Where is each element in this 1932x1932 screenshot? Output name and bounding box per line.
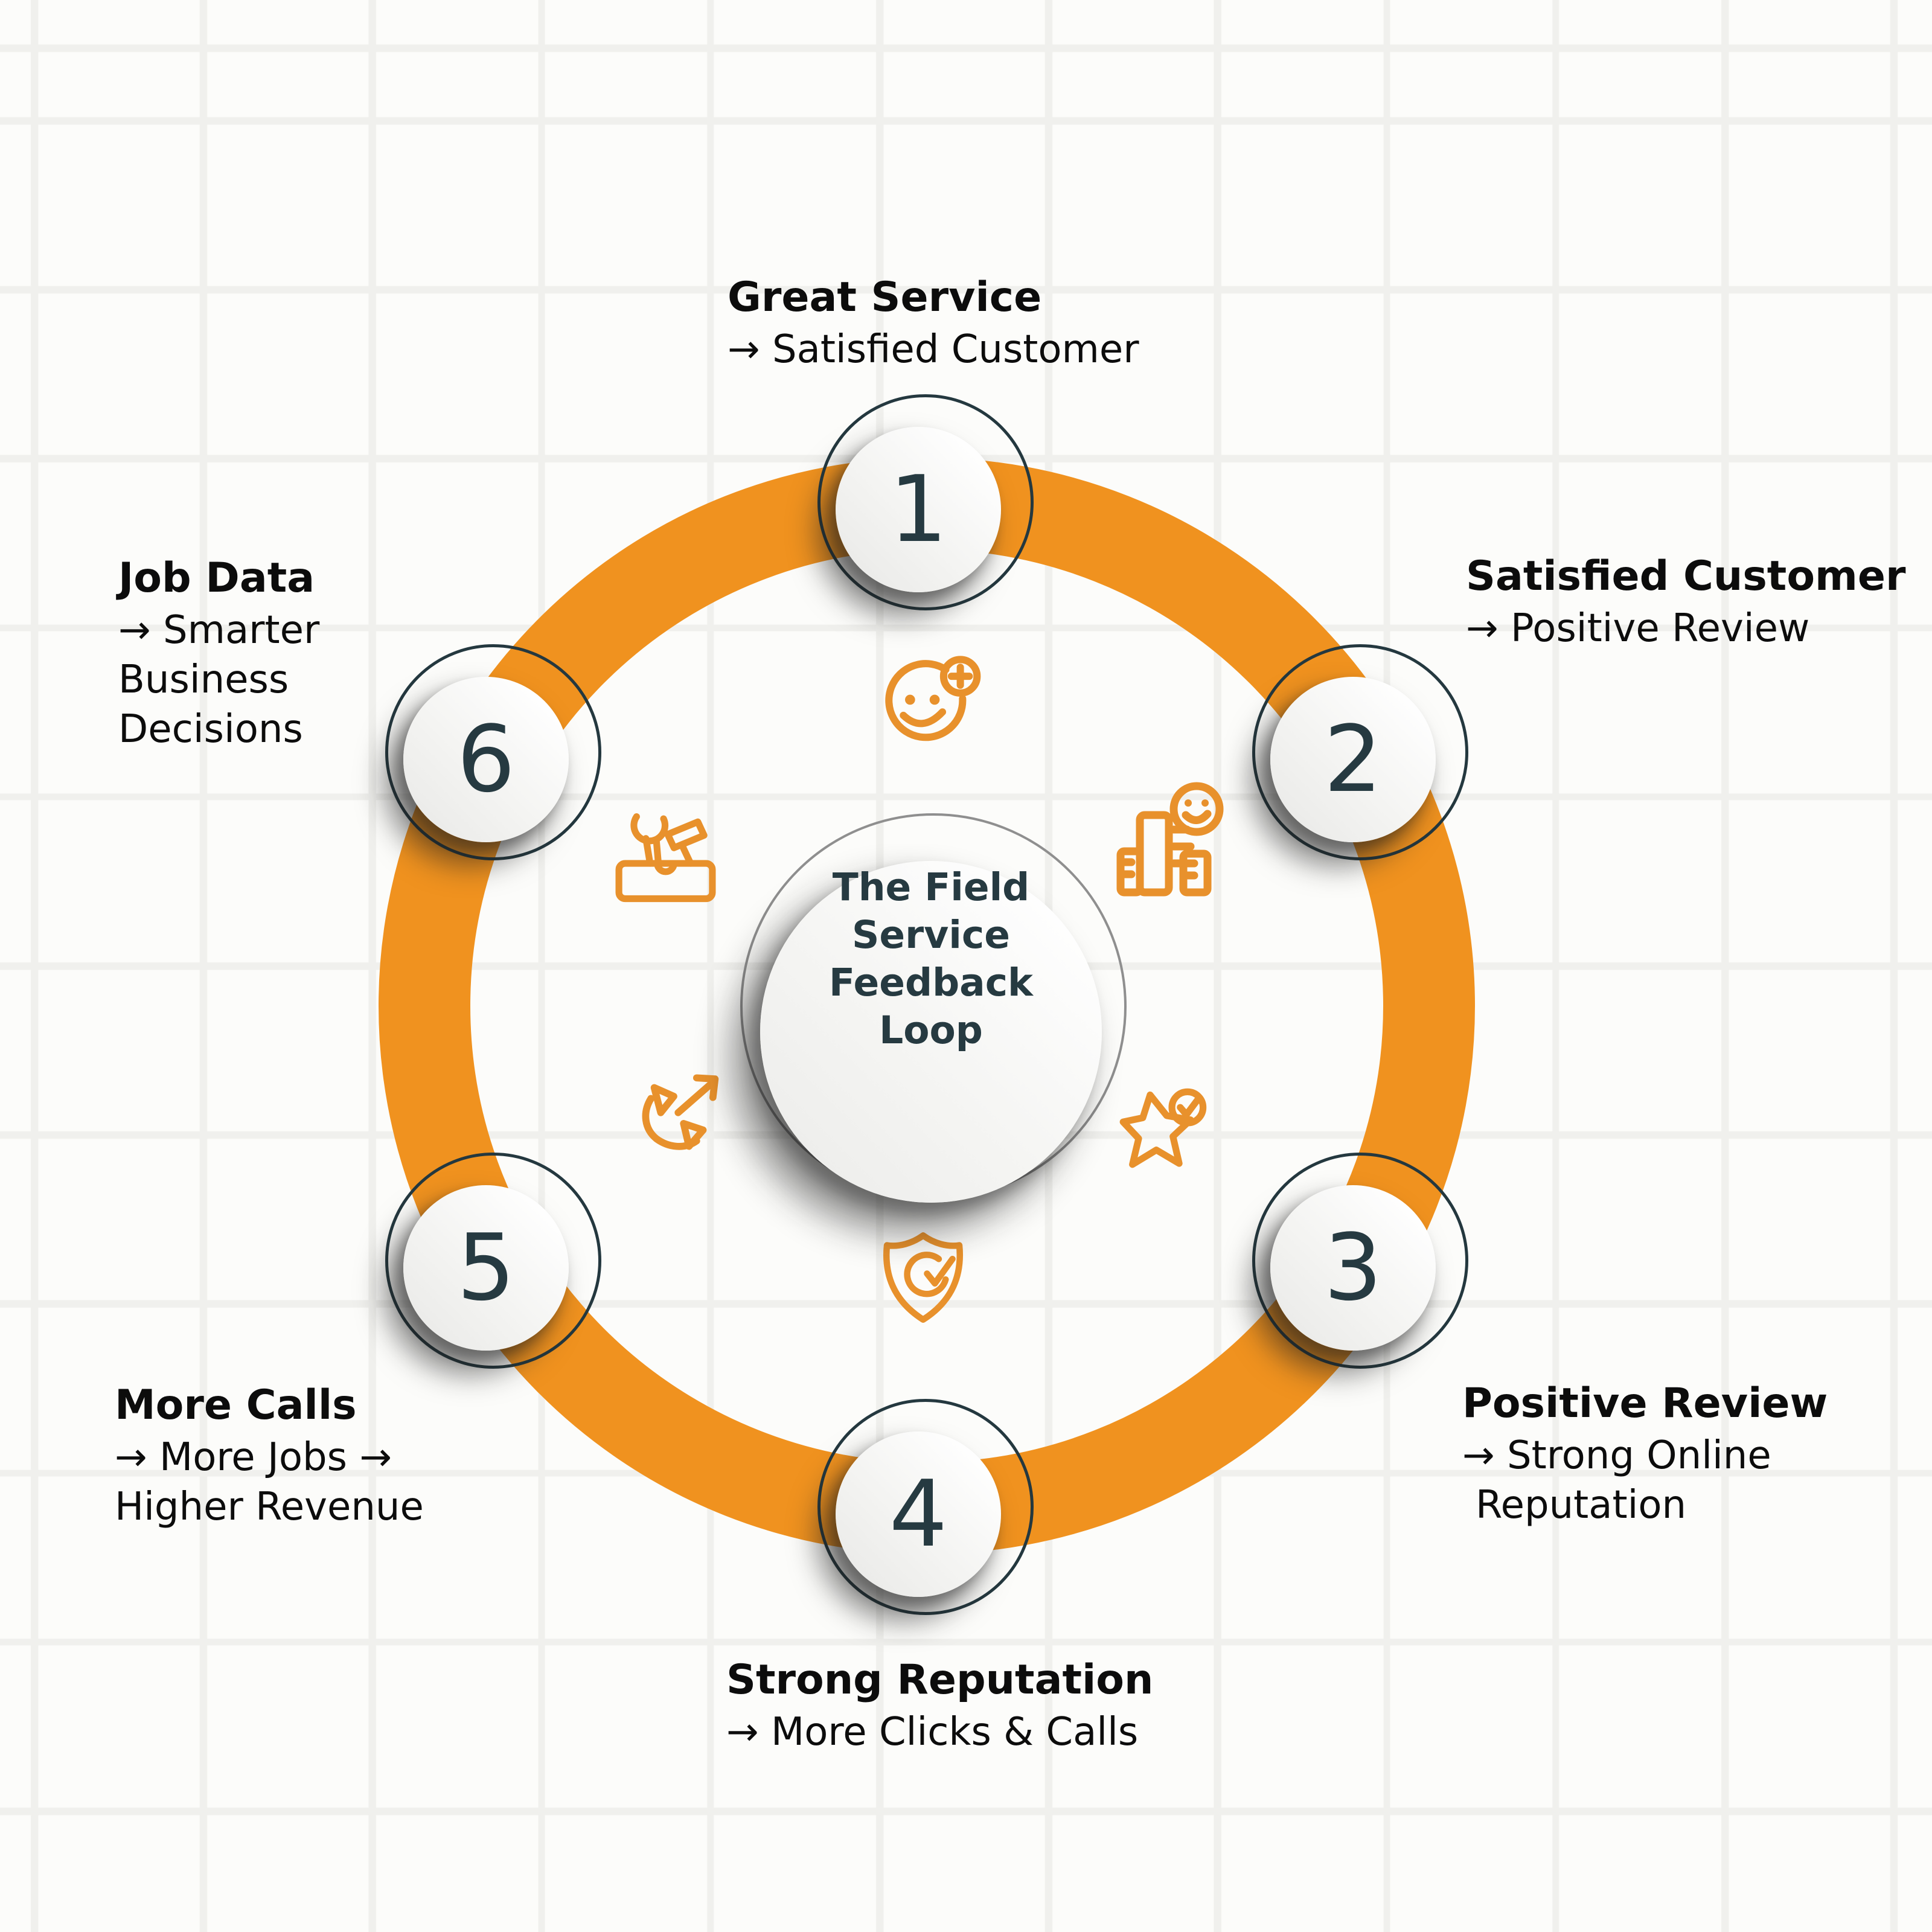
node-outline: [1252, 644, 1468, 860]
label-positive-review: Positive Review → Strong Online Reputati…: [1462, 1378, 1828, 1530]
label-line: Higher Revenue: [115, 1485, 424, 1529]
label-job-data: Job Data → Smarter Business Decisions: [118, 552, 319, 754]
label-line: → Smarter: [118, 608, 320, 653]
node-outline: [385, 644, 601, 860]
label-title: Great Service: [728, 273, 1042, 321]
label-line: → Satisfied Customer: [728, 327, 1139, 372]
label-line: → Positive Review: [1466, 606, 1810, 651]
node-number: 4: [889, 1460, 948, 1567]
center-title-line: Service: [852, 913, 1010, 957]
label-satisfied-customer: Satisfied Customer → Positive Review: [1466, 551, 1906, 653]
node-number: 3: [1323, 1214, 1383, 1321]
label-line: → More Clicks & Calls: [726, 1710, 1139, 1754]
label-title: More Calls: [115, 1381, 357, 1429]
label-line: Reputation: [1476, 1483, 1687, 1527]
node-4: 4: [817, 1399, 1034, 1615]
node-disc: 3: [1270, 1185, 1436, 1351]
node-disc: 2: [1270, 677, 1436, 842]
center-circle: The Field Service Feedback Loop: [760, 861, 1102, 1203]
node-disc: 1: [836, 427, 1001, 592]
label-more-calls: More Calls → More Jobs → Higher Revenue: [115, 1380, 424, 1532]
node-6: 6: [385, 644, 601, 860]
smiley-plus-icon: [875, 647, 987, 759]
toolbox-icon: [607, 804, 724, 908]
label-title: Job Data: [118, 554, 315, 602]
node-1: 1: [817, 394, 1034, 610]
node-number: 5: [456, 1214, 516, 1321]
label-line: → More Jobs →: [115, 1435, 392, 1480]
node-2: 2: [1252, 644, 1468, 860]
star-check-icon: [1113, 1078, 1217, 1182]
node-disc: 4: [836, 1431, 1001, 1597]
node-number: 6: [456, 706, 516, 813]
phone-arrow-icon: [625, 1064, 734, 1176]
label-title: Strong Reputation: [726, 1656, 1154, 1704]
node-outline: [1252, 1153, 1468, 1369]
label-strong-reputation: Strong Reputation → More Clicks & Calls: [726, 1654, 1153, 1757]
node-outline: [817, 1399, 1034, 1615]
node-number: 2: [1323, 706, 1383, 813]
shield-check-icon: [874, 1223, 972, 1332]
label-line: → Strong Online: [1462, 1433, 1771, 1478]
node-number: 1: [889, 456, 948, 563]
node-5: 5: [385, 1153, 601, 1369]
node-outline: [817, 394, 1034, 610]
label-title: Satisfied Customer: [1466, 552, 1906, 600]
center-title-line: Loop: [879, 1008, 983, 1052]
label-title: Positive Review: [1462, 1380, 1828, 1427]
center-title: The Field Service Feedback Loop: [774, 863, 1088, 1054]
center-title-line: Feedback: [829, 961, 1033, 1005]
building-smiley-icon: [1111, 779, 1232, 904]
node-3: 3: [1252, 1153, 1468, 1369]
label-line: Business: [118, 657, 289, 702]
center-title-line: The Field: [832, 865, 1030, 909]
node-disc: 6: [403, 677, 569, 842]
node-disc: 5: [403, 1185, 569, 1351]
label-line: Decisions: [118, 707, 303, 752]
node-outline: [385, 1153, 601, 1369]
label-great-service: Great Service → Satisfied Customer: [728, 272, 1139, 374]
